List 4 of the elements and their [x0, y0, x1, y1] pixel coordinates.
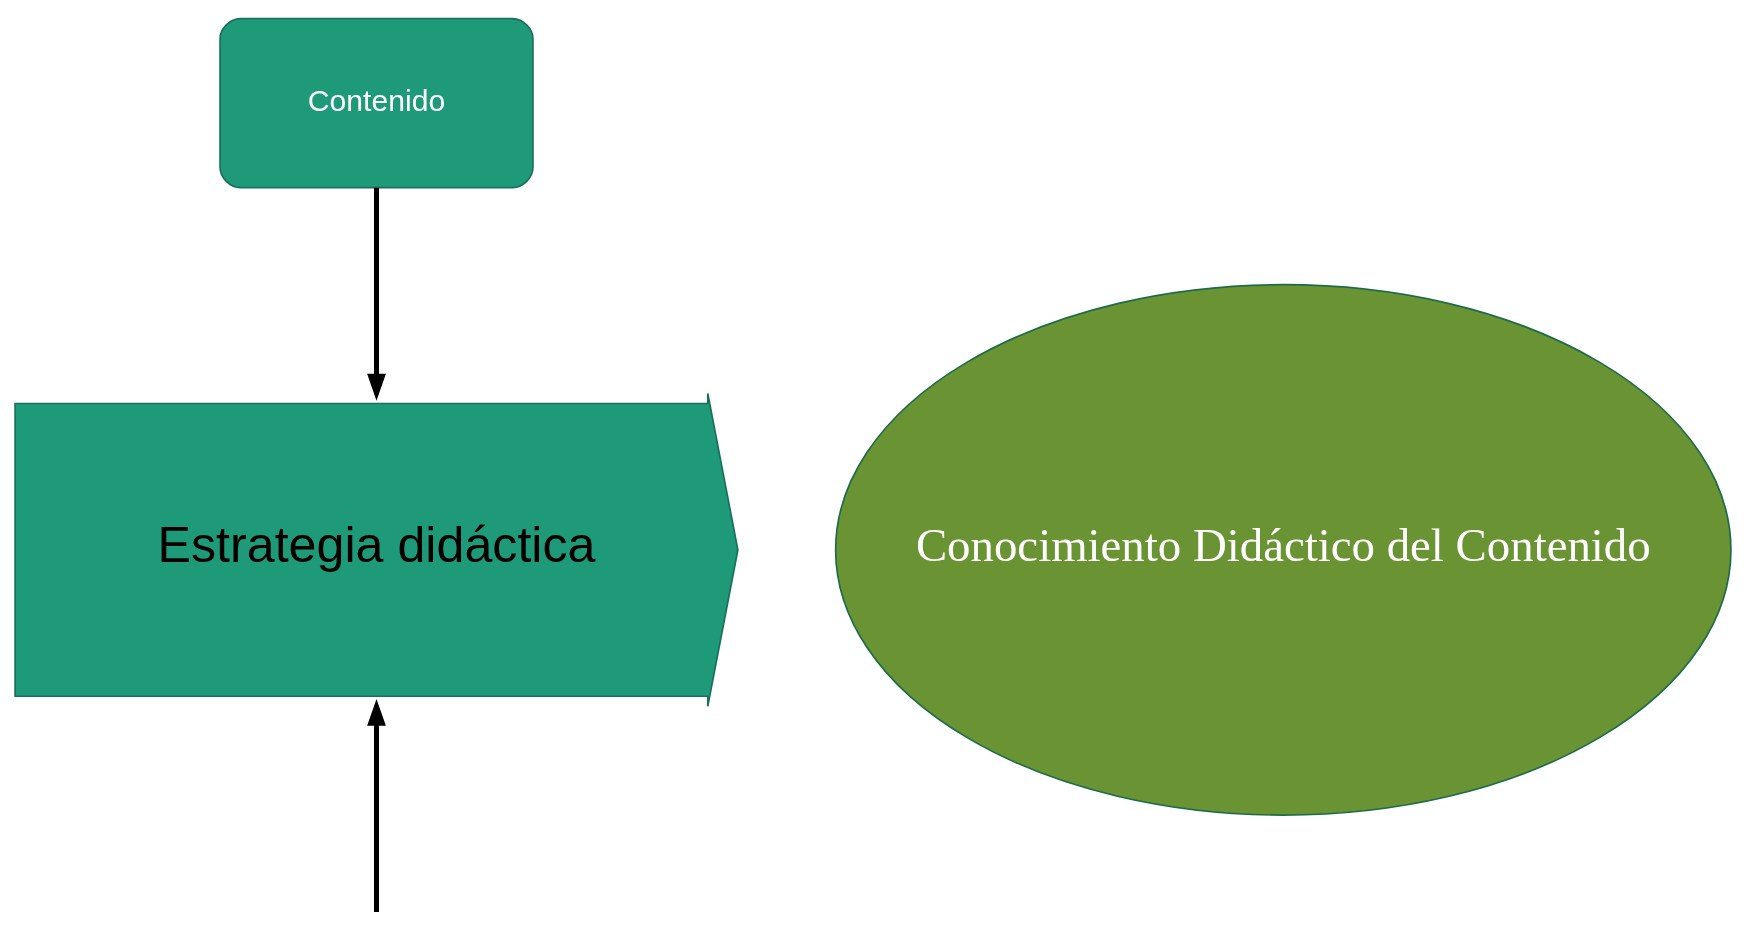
arrow [367, 187, 386, 401]
node-ellipse: Conocimiento Didáctico del Contenido [834, 283, 1732, 816]
node-box: Contenido [219, 17, 534, 188]
arrow [367, 698, 386, 912]
